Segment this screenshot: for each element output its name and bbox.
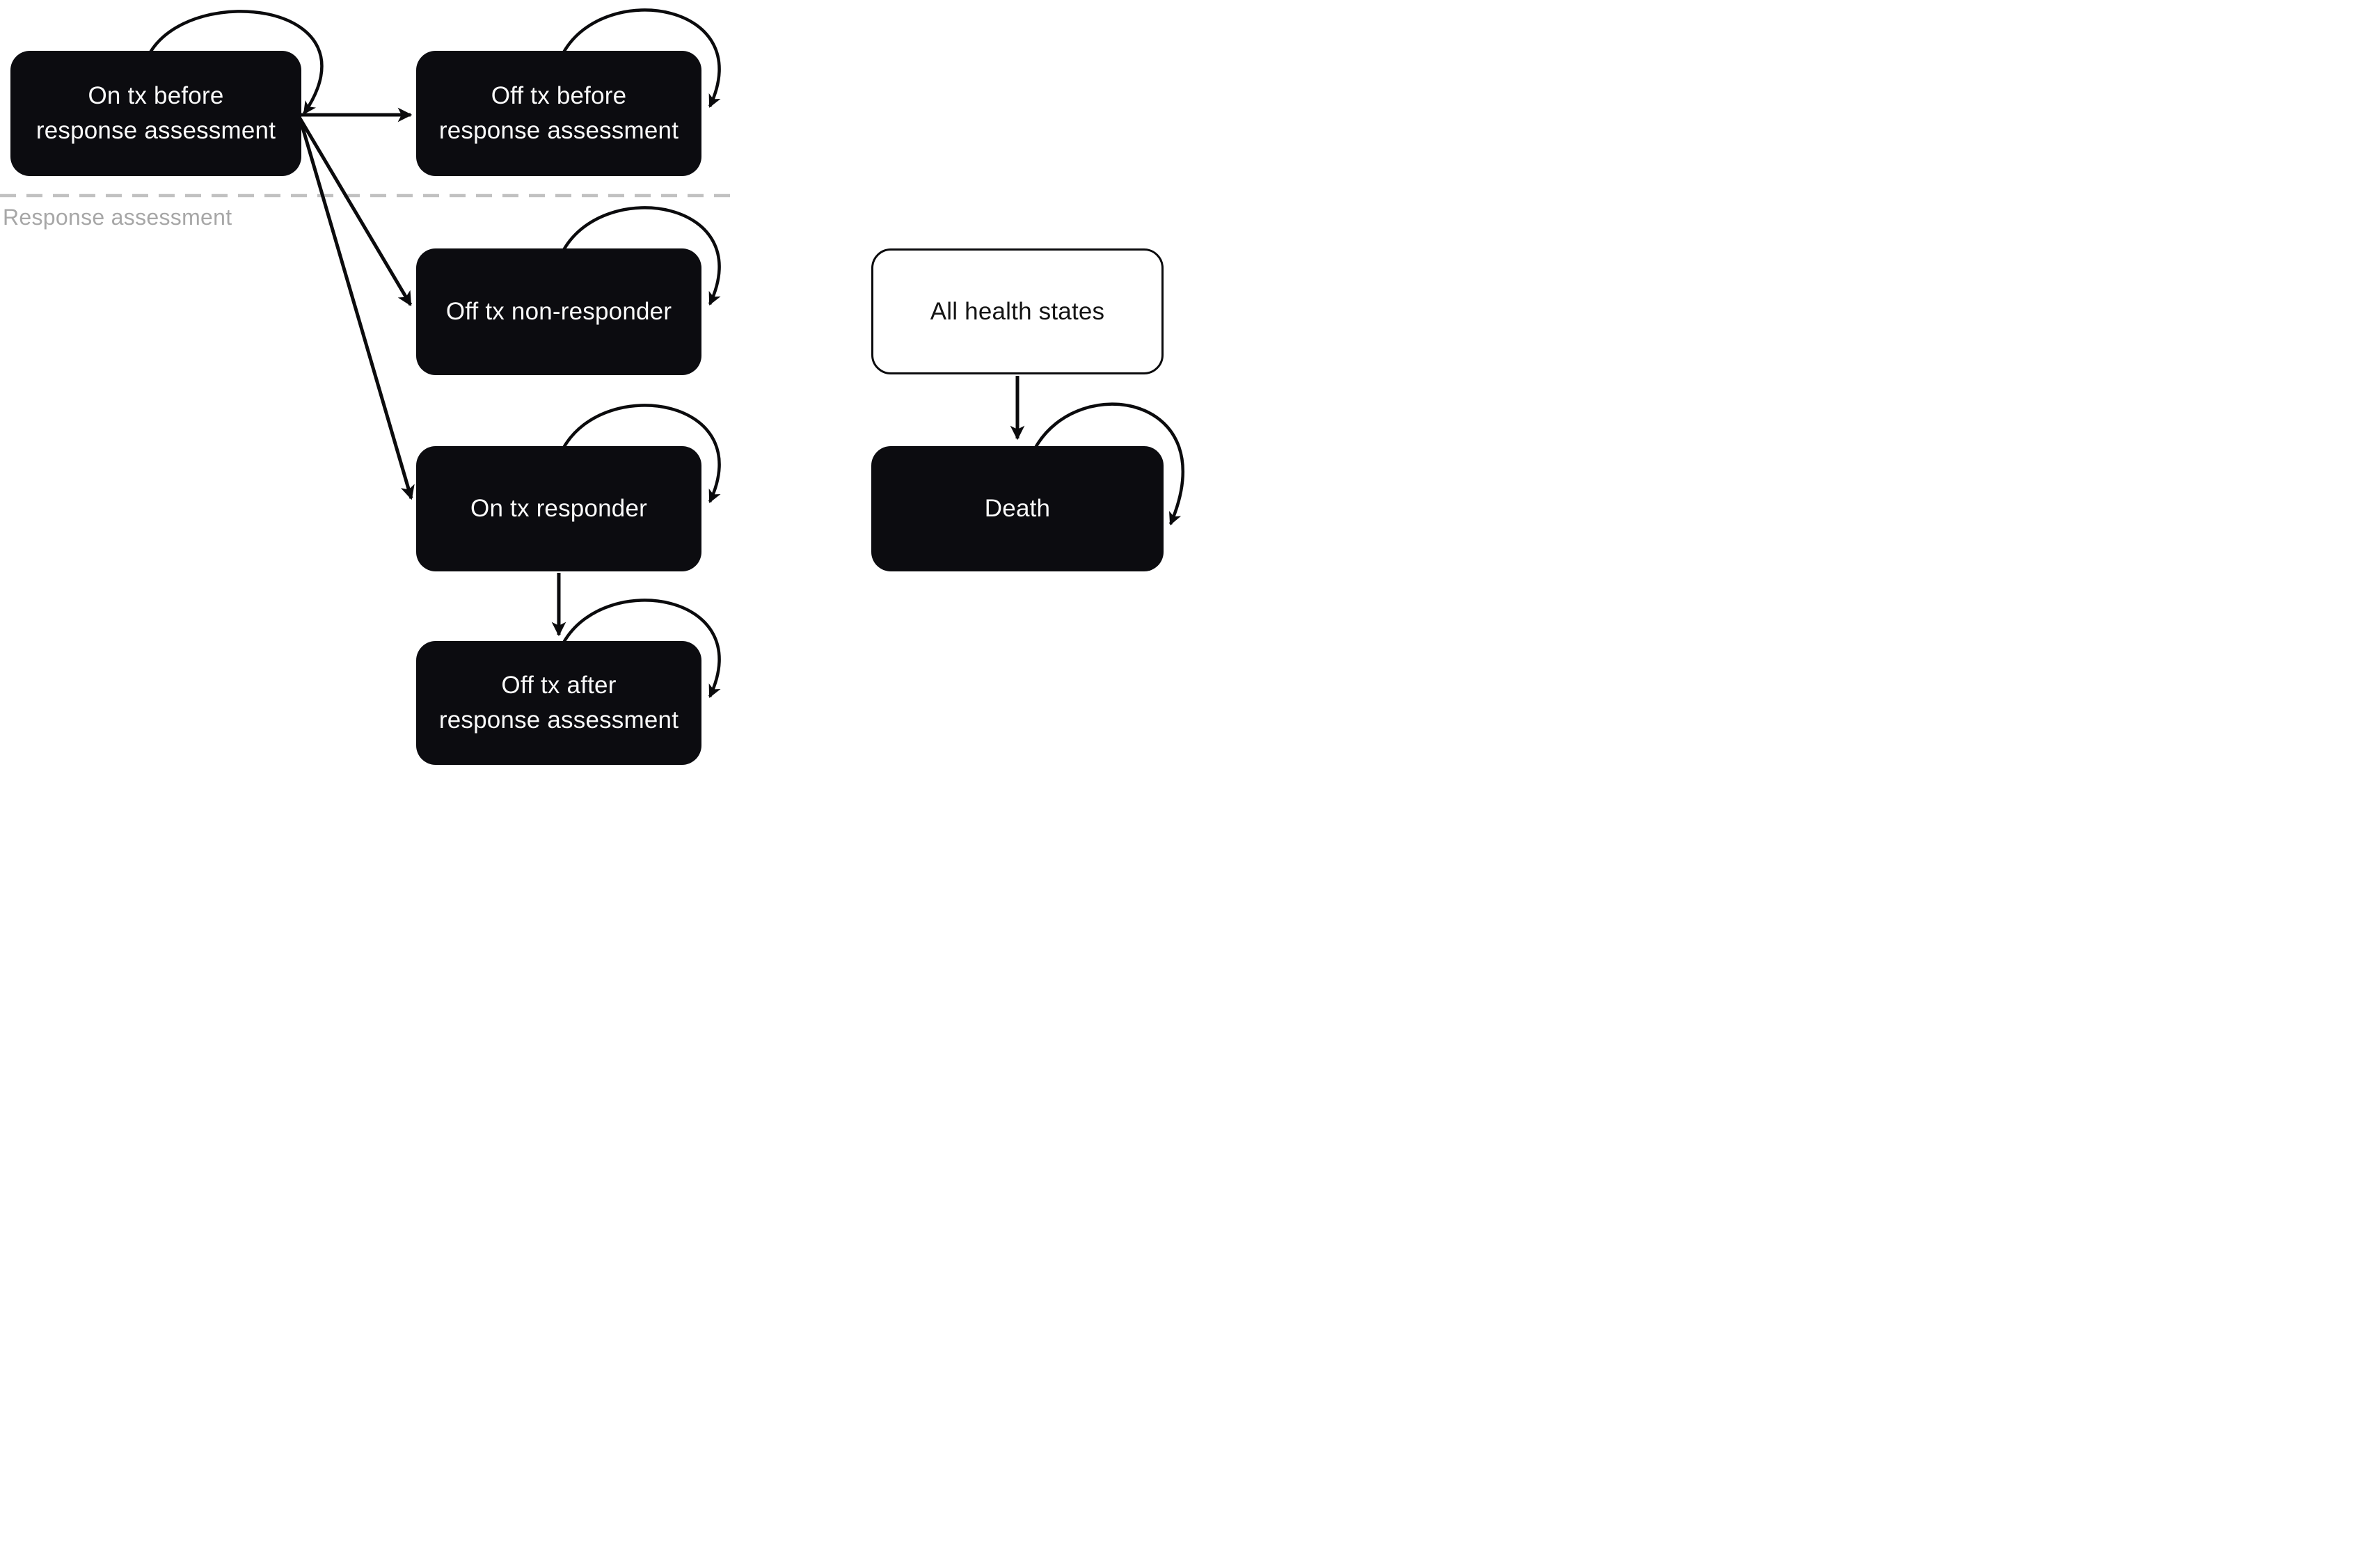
state-label-line: Off tx non-responder [445,298,672,326]
state-label-line: response assessment [438,117,679,144]
self-loop-off-tx-before [562,8,721,108]
self-loop-off-tx-after [562,599,721,698]
state-node-death: Death [871,446,1164,571]
self-loop-death [1034,402,1184,525]
diagram-canvas: On tx before response assessment Off tx … [0,0,1190,772]
response-assessment-divider-label: Response assessment [3,205,232,230]
state-label-line: Off tx before [491,82,627,110]
arrow-on-tx-before-to-on-tx-responder [298,118,415,500]
state-label-line: Off tx after [501,672,617,699]
state-node-on-tx-responder: On tx responder [416,446,701,571]
state-node-off-tx-before: Off tx before response assessment [416,51,701,176]
state-label-line: All health states [930,297,1105,325]
self-loop-off-tx-non-responder [562,206,721,306]
self-loop-on-tx-before [149,10,324,115]
edges-layer [0,8,1184,698]
state-label-line: response assessment [35,117,276,144]
state-node-off-tx-after: Off tx after response assessment [416,641,701,765]
state-node-on-tx-before: On tx before response assessment [10,51,301,176]
state-label-line: On tx responder [470,495,647,523]
state-label-line: response assessment [438,706,679,734]
state-label-line: On tx before [88,82,224,110]
state-label-line: Death [984,495,1051,523]
arrow-on-tx-before-to-off-tx-non-responder [298,117,413,306]
state-node-all-health-states: All health states [871,248,1164,374]
self-loop-on-tx-responder [562,404,721,503]
state-node-off-tx-non-responder: Off tx non-responder [416,248,701,375]
